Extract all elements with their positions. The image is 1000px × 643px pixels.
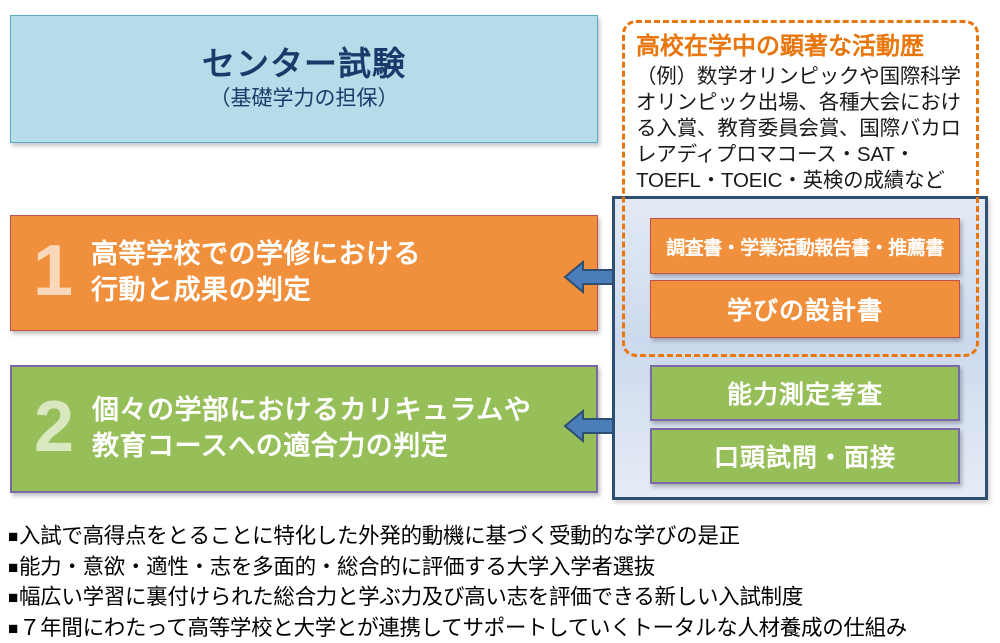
arrow-left-icon-1 (563, 258, 615, 296)
square-bullet-icon: ■ (8, 557, 18, 577)
square-bullet-icon: ■ (8, 618, 18, 638)
material-box-learning-plan: 学びの設計書 (650, 280, 960, 338)
criterion-number-2: 2 (34, 387, 75, 467)
square-bullet-icon: ■ (8, 588, 18, 608)
material-box-application-documents: 調査書・学業活動報告書・推薦書 (650, 218, 960, 274)
activity-history-block: 高校在学中の顕著な活動歴 （例）数学オリンピックや国際科学オリンピック出場、各種… (626, 28, 974, 194)
notes-list-item-text: 能力・意欲・適性・志を多面的・総合的に評価する大学入学者選抜 (18, 554, 655, 579)
center-exam-title: センター試験 (202, 44, 406, 82)
criterion-text-2: 個々の学部におけるカリキュラムや 教育コースへの適合力の判定 (92, 393, 531, 464)
notes-list-item: ■ ７年間にわたって高等学校と大学とが連携してサポートしていくトータルな人材養成… (8, 613, 996, 643)
criterion-number-1: 1 (33, 231, 74, 311)
criterion-box-1: 1 高等学校での学修における 行動と成果の判定 (10, 215, 598, 331)
criterion-text-2-line2: 教育コースへの適合力の判定 (92, 431, 449, 461)
criterion-text-2-line1: 個々の学部におけるカリキュラムや (92, 395, 532, 426)
notes-list: ■ 入試で高得点をとることに特化した外発的動機に基づく受動的な学びの是正 ■ 能… (8, 521, 996, 643)
square-bullet-icon: ■ (8, 527, 18, 546)
activity-history-body: （例）数学オリンピックや国際科学オリンピック出場、各種大会における入賞、教育委員… (636, 65, 961, 193)
activity-history-heading: 高校在学中の顕著な活動歴 (636, 33, 924, 60)
notes-list-item: ■ 入試で高得点をとることに特化した外発的動機に基づく受動的な学びの是正 (8, 521, 996, 552)
notes-list-item-text: 入試で高得点をとることに特化した外発的動機に基づく受動的な学びの是正 (18, 524, 740, 548)
criterion-text-1-line1: 高等学校での学修における (91, 239, 422, 270)
arrow-left-icon-2 (563, 407, 615, 445)
criterion-text-1: 高等学校での学修における 行動と成果の判定 (91, 237, 421, 308)
criterion-text-1-line2: 行動と成果の判定 (91, 275, 312, 305)
material-box-aptitude-test: 能力測定考査 (650, 365, 960, 421)
notes-list-item: ■ 能力・意欲・適性・志を多面的・総合的に評価する大学入学者選抜 (8, 552, 996, 583)
notes-list-item-text: 幅広い学習に裏付けられた総合力と学ぶ力及び高い志を評価できる新しい入試制度 (18, 585, 803, 610)
material-box-oral-interview: 口頭試問・面接 (650, 428, 960, 484)
notes-list-item: ■ 幅広い学習に裏付けられた総合力と学ぶ力及び高い志を評価できる新しい入試制度 (8, 582, 996, 613)
center-exam-box: センター試験 （基礎学力の担保） (10, 15, 598, 143)
criterion-box-2: 2 個々の学部におけるカリキュラムや 教育コースへの適合力の判定 (10, 365, 598, 493)
center-exam-subtitle: （基礎学力の担保） (209, 86, 399, 110)
notes-list-item-text: ７年間にわたって高等学校と大学とが連携してサポートしていくトータルな人材養成の仕… (18, 615, 908, 640)
